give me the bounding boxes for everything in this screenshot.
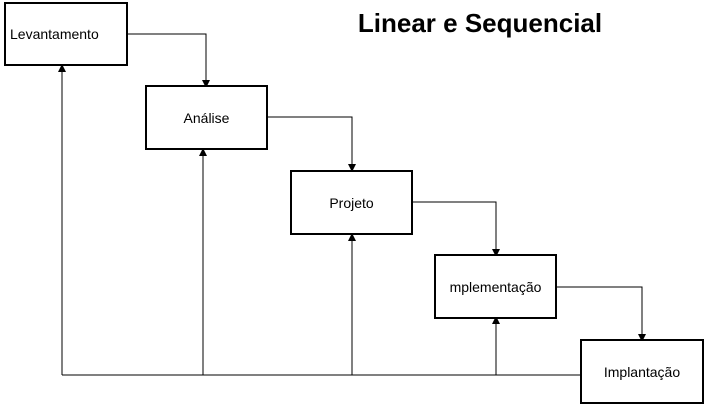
stage-implantacao: Implantação xyxy=(580,339,704,404)
stage-label: Implantação xyxy=(603,363,681,380)
flow-arrow-2 xyxy=(268,116,356,172)
stage-analise: Análise xyxy=(145,85,268,150)
stage-projeto: Projeto xyxy=(290,170,413,235)
stage-levantamento: Levantamento xyxy=(4,2,128,66)
stage-label: mplementação xyxy=(449,278,542,295)
stage-implementacao: mplementação xyxy=(434,254,557,319)
stage-label: Projeto xyxy=(329,194,374,211)
stage-label: Levantamento xyxy=(10,26,99,42)
diagram-title: Linear e Sequencial xyxy=(357,8,603,38)
flow-arrow-1 xyxy=(128,33,210,88)
flow-arrow-3 xyxy=(413,201,500,257)
stage-label: Análise xyxy=(183,109,230,126)
flow-arrow-4 xyxy=(557,286,646,342)
